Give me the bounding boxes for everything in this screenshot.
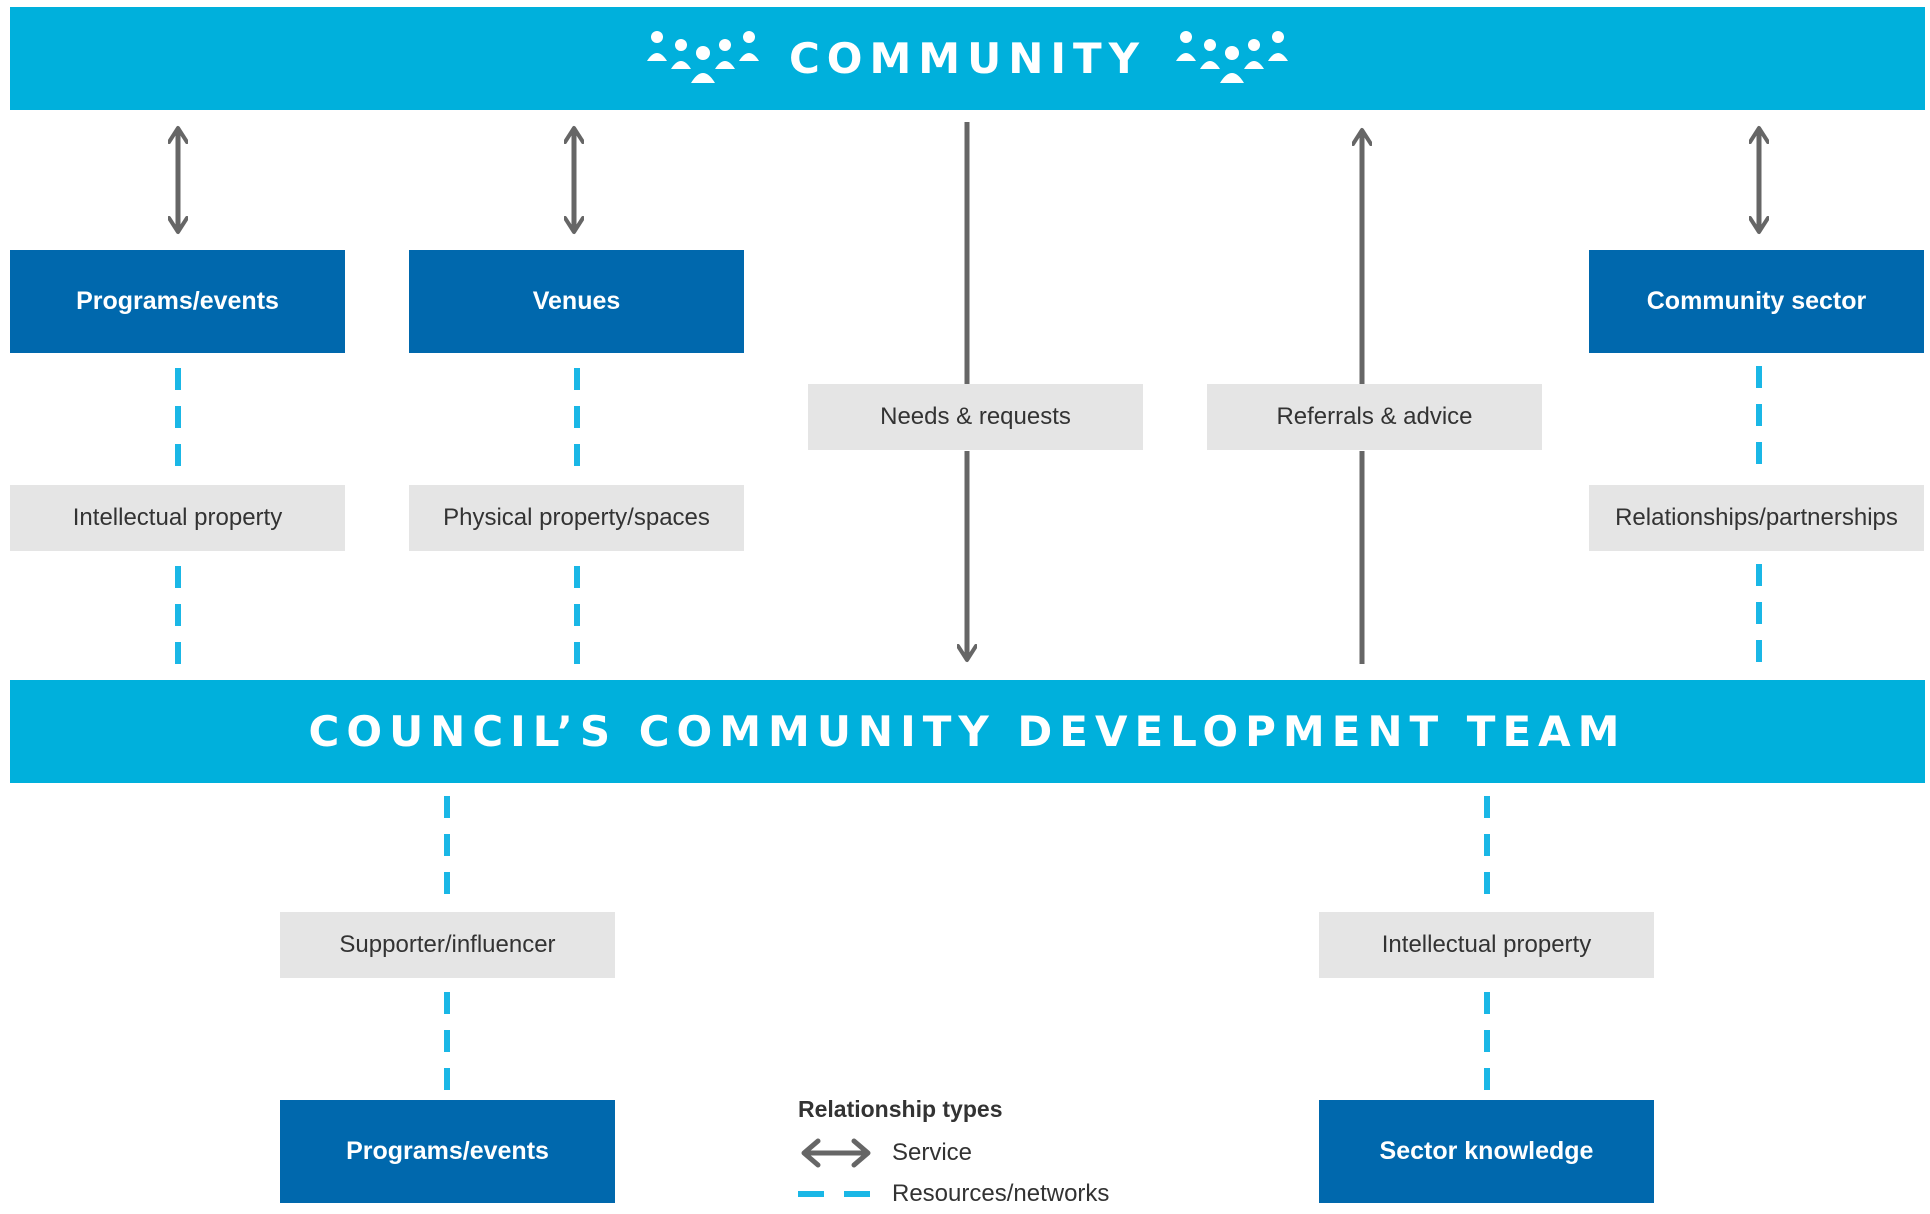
legend-label-resources: Resources/networks xyxy=(892,1180,1110,1207)
node-label: Venues xyxy=(532,287,621,315)
council-band: COUNCIL’S COMMUNITY DEVELOPMENT TEAM xyxy=(10,680,1925,783)
resource-physical-property-spaces: Physical property/spaces xyxy=(409,485,744,551)
community-title: COMMUNITY xyxy=(788,34,1147,83)
flow-label: Referrals & advice xyxy=(1276,403,1473,430)
people-group-icon xyxy=(1176,30,1289,83)
legend-title: Relationship types xyxy=(798,1096,1003,1122)
resource-intellectual-property-lower: Intellectual property xyxy=(1319,912,1654,978)
node-programs-events-upper: Programs/events xyxy=(10,250,345,353)
node-sector-knowledge: Sector knowledge xyxy=(1319,1100,1654,1203)
node-label: Sector knowledge xyxy=(1379,1137,1594,1165)
flow-referrals-advice: Referrals & advice xyxy=(1207,384,1542,450)
legend-item-resources: Resources/networks xyxy=(798,1174,1109,1214)
node-community-sector: Community sector xyxy=(1589,250,1924,353)
flow-label: Needs & requests xyxy=(880,403,1071,430)
resource-intellectual-property-upper: Intellectual property xyxy=(10,485,345,551)
legend-label-service: Service xyxy=(892,1139,973,1166)
resource-label: Relationships/partnerships xyxy=(1615,504,1898,531)
resource-label: Intellectual property xyxy=(1381,931,1592,958)
legend-item-service: Service xyxy=(798,1133,972,1173)
resource-label: Intellectual property xyxy=(72,504,283,531)
node-venues: Venues xyxy=(409,250,744,353)
dashed-line-icon xyxy=(798,1191,874,1197)
community-band: COMMUNITY xyxy=(10,7,1925,110)
resource-supporter-influencer: Supporter/influencer xyxy=(280,912,615,978)
node-programs-events-lower: Programs/events xyxy=(280,1100,615,1203)
node-label: Community sector xyxy=(1646,287,1867,315)
node-label: Programs/events xyxy=(76,287,279,315)
resource-label: Physical property/spaces xyxy=(443,504,710,531)
resource-relationships-partnerships: Relationships/partnerships xyxy=(1589,485,1924,551)
people-group-icon xyxy=(646,30,759,83)
resource-label: Supporter/influencer xyxy=(339,931,556,958)
node-label: Programs/events xyxy=(346,1137,549,1165)
council-title: COUNCIL’S COMMUNITY DEVELOPMENT TEAM xyxy=(308,707,1627,756)
flow-needs-requests: Needs & requests xyxy=(808,384,1143,450)
two-way-arrow-icon xyxy=(801,1138,871,1168)
